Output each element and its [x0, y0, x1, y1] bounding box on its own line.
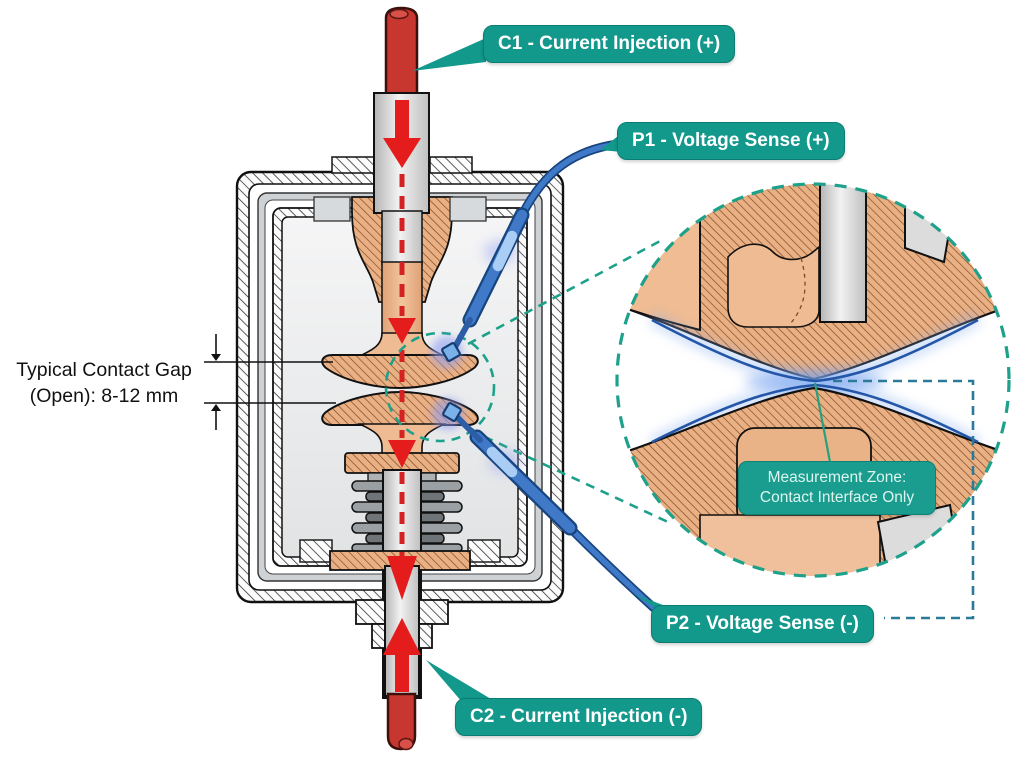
label-p2-text: P2 - Voltage Sense (-) [666, 613, 859, 634]
p1-pointer [600, 133, 622, 152]
upper-interface-arc [651, 318, 979, 383]
measurement-zone-line1: Measurement Zone: [767, 469, 907, 486]
current-arrow-up-icon [383, 618, 421, 692]
current-arrowhead-icon [388, 318, 416, 344]
zoom-inset-circle [615, 182, 1011, 578]
contact-gap-line2: (Open): 8-12 mm [29, 385, 179, 407]
measurement-zone-callout: Measurement Zone: Contact Interface Only [738, 461, 936, 515]
measurement-zone-pointer-line [813, 382, 832, 463]
label-c1-current-injection: C1 - Current Injection (+) [483, 25, 736, 63]
label-p1-voltage-sense: P1 - Voltage Sense (+) [617, 122, 845, 160]
current-arrowhead-icon [387, 556, 417, 600]
interface-to-p2-link-line [833, 379, 975, 620]
c2-pointer [426, 660, 496, 702]
label-c2-current-injection: C2 - Current Injection (-) [455, 698, 703, 736]
contact-gap-line1: Typical Contact Gap [16, 359, 192, 381]
label-p2-voltage-sense: P2 - Voltage Sense (-) [651, 605, 874, 643]
lower-cable [386, 692, 417, 751]
label-c2-text: C2 - Current Injection (-) [470, 706, 688, 727]
dimension-arrow-up-icon [211, 404, 221, 411]
upper-cable [384, 6, 419, 97]
p1-voltage-probe [431, 139, 623, 368]
dimension-arrow-down-icon [211, 354, 221, 361]
inset-upper-stem [819, 184, 867, 323]
current-flow-arrows [383, 100, 421, 692]
current-arrowhead-icon [388, 440, 416, 468]
zoom-link-lines [384, 238, 669, 524]
c1-pointer [412, 38, 486, 71]
measurement-zone-line2: Contact Interface Only [759, 489, 915, 506]
contact-gap-annotation: Typical Contact Gap (Open): 8-12 mm [2, 357, 206, 409]
p1-probe-tip [441, 342, 461, 362]
p2-probe-tip [442, 402, 462, 422]
zoom-source-circle [384, 331, 496, 443]
label-c1-text: C1 - Current Injection (+) [498, 33, 721, 54]
interrupter-cross-section [204, 6, 565, 751]
contact-gap-dimension [204, 334, 336, 430]
label-p1-text: P1 - Voltage Sense (+) [632, 130, 830, 151]
current-arrow-down-icon [383, 100, 421, 168]
magnified-contact-view [615, 182, 1011, 578]
